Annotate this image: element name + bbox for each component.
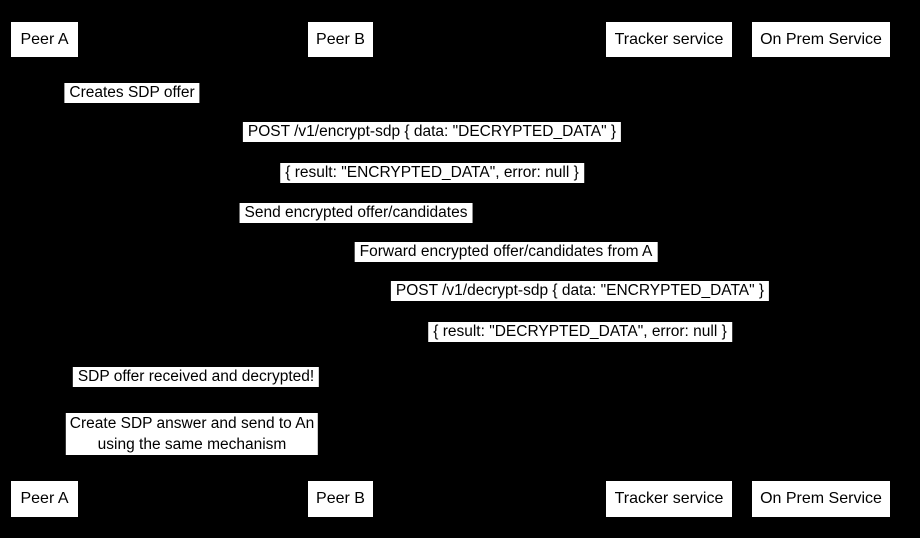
message-creates-sdp-offer: Creates SDP offer: [64, 83, 200, 103]
message-post-encrypt-sdp: POST /v1/encrypt-sdp { data: "DECRYPTED_…: [242, 122, 622, 142]
actor-on-prem-service-bottom: On Prem Service: [752, 481, 890, 517]
note-line-2: using the same mechanism: [97, 436, 287, 453]
actor-tracker-service-top: Tracker service: [606, 22, 732, 57]
actor-tracker-service-bottom: Tracker service: [606, 481, 732, 517]
message-sdp-offer-received: SDP offer received and decrypted!: [72, 367, 320, 387]
actor-on-prem-service-top: On Prem Service: [752, 22, 890, 57]
note-create-sdp-answer: Create SDP answer and send to An using t…: [65, 413, 319, 455]
actor-peer-a-bottom: Peer A: [11, 481, 78, 517]
actor-peer-b-bottom: Peer B: [308, 481, 373, 517]
message-forward-encrypted-offer: Forward encrypted offer/candidates from …: [354, 242, 658, 262]
message-decrypt-result: { result: "DECRYPTED_DATA", error: null …: [428, 322, 732, 342]
actor-peer-a-top: Peer A: [11, 22, 78, 57]
note-line-1: Create SDP answer and send to An: [69, 415, 315, 432]
message-post-decrypt-sdp: POST /v1/decrypt-sdp { data: "ENCRYPTED_…: [390, 281, 770, 301]
message-send-encrypted-offer: Send encrypted offer/candidates: [239, 203, 473, 223]
actor-peer-b-top: Peer B: [308, 22, 373, 57]
message-encrypt-result: { result: "ENCRYPTED_DATA", error: null …: [280, 163, 584, 183]
